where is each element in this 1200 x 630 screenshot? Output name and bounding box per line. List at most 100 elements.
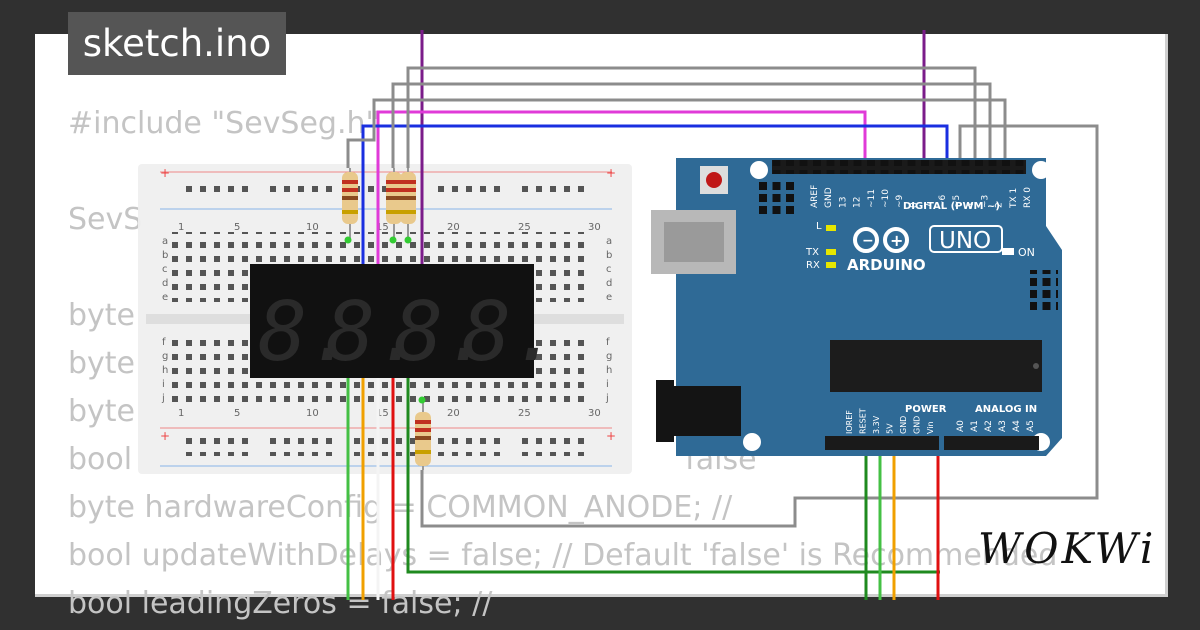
top-pin-label: 4: [966, 202, 976, 208]
display-digit: 8.: [462, 285, 561, 380]
analog-label: ANALOG IN: [975, 404, 1037, 415]
rail-plus-br: +: [606, 429, 616, 443]
power-pin-label: Vin: [926, 421, 935, 434]
microcontroller-chip: [830, 340, 1042, 392]
display-digit: 8.: [394, 285, 493, 380]
resistor-4: [415, 400, 431, 470]
display-digit: 8.: [326, 285, 425, 380]
resistor-1: [342, 168, 358, 240]
brand-label: ARDUINO: [847, 256, 926, 274]
rx-label: RX: [806, 260, 820, 271]
column-number-top: 25: [518, 222, 531, 233]
top-pin-label: ~5: [952, 195, 962, 208]
arduino-uno[interactable]: ARDUINO − + UNO ON DIGITAL (PWM ~) L TX …: [651, 158, 1062, 456]
column-number-top: 20: [447, 222, 460, 233]
row-letter-left: i: [162, 379, 165, 390]
code-line: byte: [68, 298, 136, 333]
row-letter-right: f: [606, 337, 610, 348]
column-number-bottom: 30: [588, 408, 601, 419]
analog-pin-label: A5: [1026, 420, 1036, 432]
rail-plus-bl: +: [160, 429, 170, 443]
power-pin-label: 5V: [886, 423, 895, 434]
wire-gray-4: [420, 124, 1099, 528]
top-pin-label: RX 0: [1023, 187, 1033, 208]
code-line: #include "SevSeg.h": [68, 106, 380, 141]
power-pin-label: RESET: [859, 408, 868, 434]
column-number-top: 30: [588, 222, 601, 233]
arduino-logo-icon: [853, 227, 909, 253]
code-line: bool updateWithDelays = false; // Defaul…: [68, 538, 1058, 573]
code-line: byte hardwareConfig = COMMON_ANODE; //: [68, 490, 733, 525]
code-line: byte: [68, 346, 136, 381]
row-letter-right: d: [606, 278, 612, 289]
resistor-3: [400, 168, 416, 240]
wire-gray-1: [406, 66, 977, 168]
wire-magenta: [376, 110, 867, 268]
svg-text:−: −: [862, 233, 874, 249]
code-line: bool leadingZeros = false; //: [68, 586, 493, 621]
top-pin-label: ~6: [938, 194, 948, 208]
top-pin-label: TX 1: [1009, 188, 1019, 209]
column-number-top: 5: [234, 222, 240, 233]
row-letter-right: c: [606, 264, 612, 275]
analog-pin-label: A1: [970, 420, 980, 432]
column-number-bottom: 20: [447, 408, 460, 419]
column-number-bottom: 15: [376, 408, 389, 419]
row-letter-left: c: [162, 264, 168, 275]
row-letter-right: j: [605, 393, 609, 404]
top-pin-label: 7: [924, 202, 934, 208]
row-letter-right: i: [606, 379, 609, 390]
power-pin-label: GND: [913, 416, 922, 434]
column-number-top: 1: [178, 222, 184, 233]
rail-plus-tr: +: [606, 166, 616, 180]
svg-text:+: +: [890, 231, 903, 250]
wire-gray-3: [346, 98, 1007, 168]
tx-label: TX: [805, 247, 819, 258]
top-pin-label: 8: [909, 202, 919, 208]
row-letter-right: a: [606, 236, 612, 247]
display-digit: 8.: [258, 285, 357, 380]
top-pin-label: ~3: [980, 195, 990, 208]
digital-label: DIGITAL (PWM ~): [903, 201, 1000, 212]
column-number-bottom: 5: [234, 408, 240, 419]
top-pin-label: AREF: [810, 185, 820, 208]
power-pin-label: 3.3V: [872, 415, 881, 434]
top-pin-label: 2: [995, 202, 1005, 208]
top-pin-label: 12: [853, 197, 863, 208]
top-pin-label: 13: [838, 197, 848, 208]
analog-pin-label: A3: [998, 420, 1008, 432]
row-letter-left: b: [162, 250, 168, 261]
column-number-bottom: 25: [518, 408, 531, 419]
row-letter-left: j: [161, 393, 165, 404]
file-tab[interactable]: sketch.ino: [68, 12, 286, 75]
rail-plus-tl: +: [160, 166, 170, 180]
analog-pin-label: A4: [1012, 420, 1022, 432]
seven-segment-display[interactable]: 8.8.8.8.: [250, 264, 561, 380]
analog-pin-label: A0: [956, 420, 966, 432]
top-pin-label: ~11: [867, 189, 877, 208]
row-letter-left: h: [162, 365, 168, 376]
analog-pin-label: A2: [984, 420, 994, 432]
model-label: UNO: [939, 228, 991, 254]
power-label: POWER: [905, 404, 947, 415]
power-pin-label: IOREF: [845, 410, 854, 434]
row-letter-left: g: [162, 351, 168, 362]
row-letter-right: h: [606, 365, 612, 376]
code-line: SevS: [68, 202, 143, 237]
row-letter-left: e: [162, 292, 168, 303]
top-pin-label: ~10: [881, 189, 891, 208]
l-label: L: [816, 221, 822, 232]
wire-blue: [361, 124, 949, 268]
row-letter-left: a: [162, 236, 168, 247]
power-pin-label: GND: [899, 416, 908, 434]
resistors: [342, 168, 431, 470]
column-number-top: 15: [376, 222, 389, 233]
top-pin-label: ~9: [895, 194, 905, 208]
wire-green-long: [406, 374, 940, 574]
on-label: ON: [1018, 246, 1035, 259]
row-letter-left: d: [162, 278, 168, 289]
top-pin-label: GND: [824, 187, 834, 208]
resistor-2: [386, 168, 402, 240]
row-letter-left: f: [162, 337, 166, 348]
